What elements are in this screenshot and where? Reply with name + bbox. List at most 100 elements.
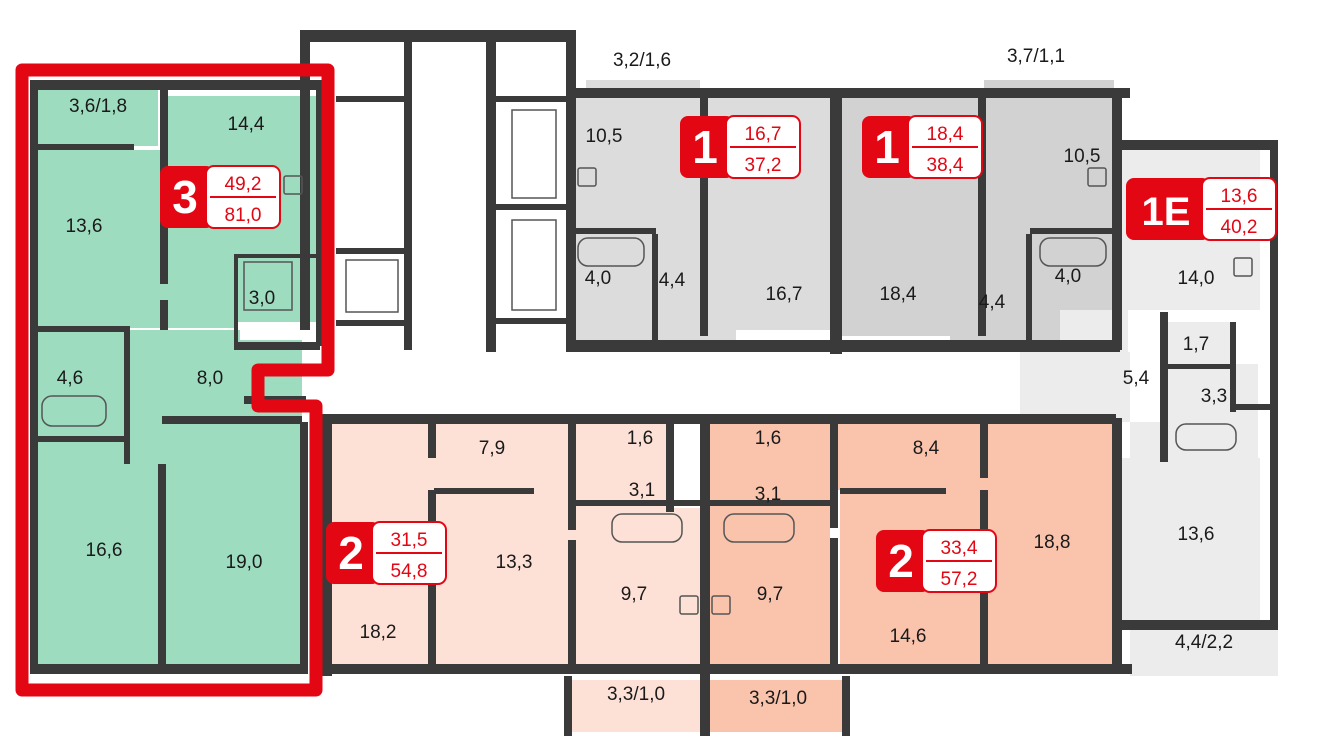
badge-living-area: 18,4	[927, 124, 964, 145]
balcony-3-3-a	[568, 680, 702, 732]
room-area-label: 3,6/1,8	[69, 96, 127, 117]
shower-icon	[243, 261, 293, 311]
elevator-icon	[511, 109, 557, 199]
stove-icon	[679, 595, 699, 615]
badge-total-area: 37,2	[745, 155, 782, 176]
room-10-5-a	[576, 96, 700, 234]
room-area-label: 3,0	[249, 288, 275, 309]
room-area-label: 14,4	[228, 114, 265, 135]
room-13-6	[36, 150, 166, 328]
badge-background	[160, 166, 214, 228]
badge-room-count: 2	[888, 535, 914, 587]
apartment-badge[interactable]: 2 33,4 57,2	[876, 529, 997, 593]
room-19-0	[162, 424, 302, 666]
badge-total-area: 81,0	[225, 205, 262, 226]
balcony-4-4	[1130, 630, 1278, 676]
apartment-badge[interactable]: 1E 13,6 40,2	[1126, 177, 1277, 241]
room-area-label: 18,4	[880, 284, 917, 305]
badge-living-area: 33,4	[941, 538, 978, 559]
stove-icon	[1233, 257, 1253, 277]
room-13-3	[434, 494, 572, 668]
room-area-label: 7,9	[479, 438, 505, 459]
room-fills	[36, 80, 1278, 732]
room-area-label: 13,3	[496, 552, 533, 573]
badge-living-area: 31,5	[391, 530, 428, 551]
room-area-label: 4,0	[1055, 266, 1081, 287]
stove-icon	[577, 167, 597, 187]
room-area-label: 3,3/1,0	[607, 684, 665, 705]
room-1-6-3-1-a	[572, 418, 672, 508]
badge-total-area: 38,4	[927, 155, 964, 176]
room-area-label: 10,5	[1064, 146, 1101, 167]
room-10-5-b	[986, 96, 1112, 234]
room-area-label: 14,6	[890, 626, 927, 647]
badge-room-count: 1	[874, 121, 900, 173]
room-7-9	[434, 424, 572, 494]
room-1-7	[1166, 322, 1230, 364]
badge-living-area: 13,6	[1221, 186, 1258, 207]
room-area-label: 1,7	[1183, 334, 1209, 355]
apartment-badge[interactable]: 2 31,5 54,8	[326, 521, 447, 585]
room-area-label: 4,0	[585, 268, 611, 289]
room-area-label: 3,3/1,0	[749, 688, 807, 709]
bathtub-icon	[723, 513, 795, 543]
room-area-label: 3,7/1,1	[1007, 46, 1065, 67]
room-area-label: 16,7	[766, 284, 803, 305]
room-area-label: 3,2/1,6	[613, 50, 671, 71]
apartment-1e-area[interactable]	[1020, 150, 1278, 676]
badge-total-area: 54,8	[391, 561, 428, 582]
hall-1e	[1130, 422, 1258, 462]
selected-apartment-outline	[15, 63, 335, 697]
bathtub-icon	[1039, 237, 1107, 267]
room-area-label: 18,8	[1034, 532, 1071, 553]
apartment-badge[interactable]: 1 18,4 38,4	[862, 115, 983, 179]
badge-background	[326, 522, 380, 584]
room-area-label: 14,0	[1178, 268, 1215, 289]
apartment-badge[interactable]: 1 16,7 37,2	[680, 115, 801, 179]
room-area-label: 13,6	[66, 216, 103, 237]
badge-total-area: 40,2	[1221, 217, 1258, 238]
stove-icon	[283, 175, 303, 195]
room-area-label: 4,4	[979, 292, 1006, 313]
corridor-3	[166, 256, 236, 328]
room-area-label: 10,5	[586, 126, 623, 147]
room-area-label: 19,0	[226, 552, 263, 573]
room-area-label: 9,7	[757, 584, 783, 605]
badge-room-count: 1	[692, 121, 718, 173]
room-area-label: 4,4	[659, 270, 686, 291]
room-area-label: 4,4/2,2	[1175, 632, 1233, 653]
badge-room-count: 3	[172, 171, 198, 223]
badge-total-area: 57,2	[941, 569, 978, 590]
room-area-label: 3,3	[1201, 386, 1227, 407]
room-area-label: 4,6	[57, 368, 83, 389]
room-16-6	[36, 440, 162, 666]
stove-icon	[711, 595, 731, 615]
badge-room-count: 2	[338, 527, 364, 579]
room-area-label: 5,4	[1123, 368, 1150, 389]
room-9-7-a	[572, 508, 702, 666]
room-4-4-b	[950, 234, 1030, 344]
room-4-6	[36, 332, 128, 436]
balcony-3-6	[36, 88, 158, 146]
fixture-icons	[41, 109, 1253, 615]
room-area-label: 8,4	[913, 438, 940, 459]
badge-background	[862, 116, 916, 178]
room-area-label: 9,7	[621, 584, 647, 605]
apartment-3-area[interactable]	[36, 88, 316, 666]
badge-background	[680, 116, 734, 178]
room-13-6-b	[1122, 458, 1260, 624]
room-5-4-b	[1020, 352, 1130, 422]
badge-living-area: 16,7	[745, 124, 782, 145]
room-area-label: 8,0	[197, 368, 223, 389]
stove-icon	[1087, 167, 1107, 187]
badge-room-count: 1E	[1142, 190, 1191, 234]
room-8-4	[830, 418, 986, 490]
room-area-label: 13,6	[1178, 524, 1215, 545]
room-area-label: 3,1	[629, 480, 655, 501]
badge-background	[876, 530, 930, 592]
room-4-0-a	[576, 234, 654, 344]
